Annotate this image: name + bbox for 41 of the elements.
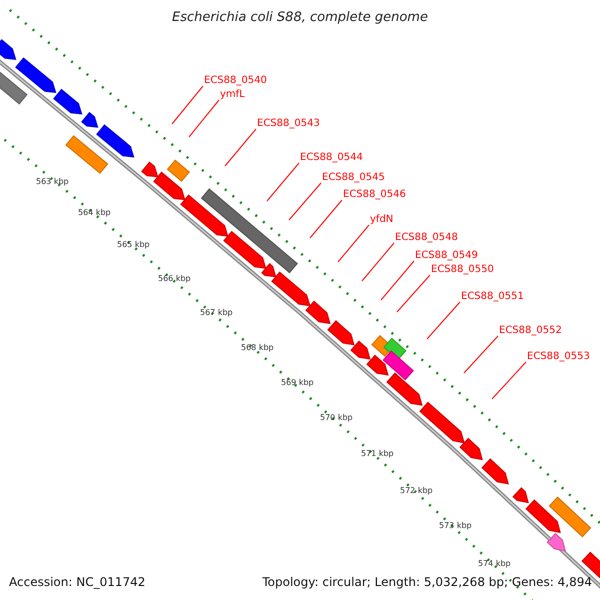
leader-line (492, 362, 526, 400)
leader-line (396, 274, 430, 312)
position-label: 568 kbp (241, 344, 274, 352)
position-label: 569 kbp (281, 379, 314, 387)
gene-label: ECS88_0550 (431, 265, 494, 275)
gene-label: ECS88_0543 (257, 119, 320, 129)
gene-label: yfdN (370, 215, 394, 225)
leader-line (380, 260, 414, 300)
leader-line (288, 182, 322, 220)
accession-text: Accession: NC_011742 (9, 576, 146, 588)
leader-line (188, 100, 220, 138)
position-label: 565 kbp (117, 241, 150, 249)
leader-line (310, 200, 342, 238)
gene-label: ECS88_0548 (395, 233, 458, 243)
gene-label: ECS88_0551 (461, 292, 524, 302)
position-label: 567 kbp (200, 309, 233, 317)
position-label: 573 kbp (439, 522, 472, 530)
leader-line (362, 242, 394, 282)
leader-line (224, 128, 256, 166)
leader-line (338, 224, 370, 262)
genome-info-text: Topology: circular; Length: 5,032,268 bp; Genes: 4,894 (262, 576, 592, 588)
position-label: 571 kbp (361, 450, 394, 458)
position-label: 564 kbp (78, 209, 111, 217)
position-label: 566 kbp (158, 275, 191, 283)
gene-label: ymfL (220, 90, 245, 100)
position-label: 570 kbp (320, 414, 353, 422)
leader-line (172, 86, 204, 124)
position-label: 572 kbp (400, 487, 433, 495)
gene-label: ECS88_0540 (204, 76, 267, 86)
leader-line (426, 302, 460, 340)
leader-line (464, 336, 498, 374)
gene-label: ECS88_0546 (343, 190, 406, 200)
leader-line (266, 162, 300, 202)
gene-label: ECS88_0545 (322, 173, 385, 183)
gene-label: ECS88_0549 (415, 251, 478, 261)
gene-label: ECS88_0553 (527, 352, 590, 362)
gene-label: ECS88_0544 (300, 153, 363, 163)
title: Escherichia coli S88, complete genome (171, 11, 429, 24)
position-label: 563 kbp (36, 178, 69, 186)
gene-label: ECS88_0552 (499, 326, 562, 336)
position-label: 574 kbp (478, 560, 511, 568)
